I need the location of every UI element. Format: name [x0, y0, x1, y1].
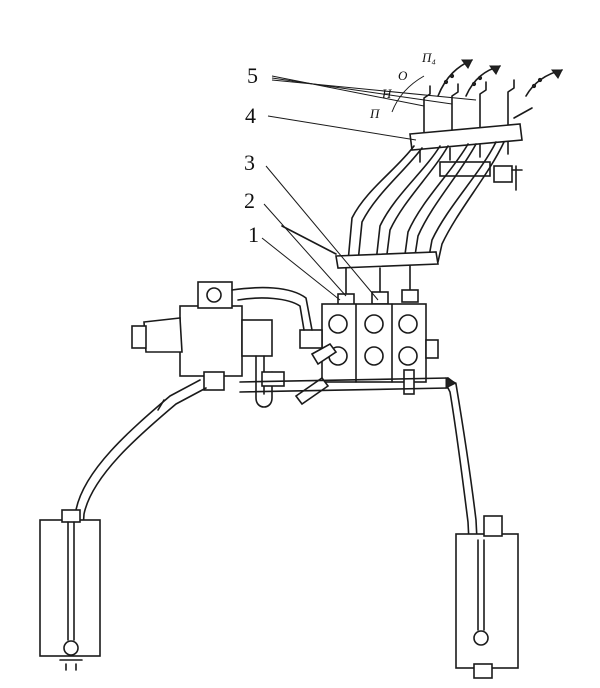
dot [449, 73, 455, 79]
left-cylinder-body [39, 519, 101, 657]
mount-screw [511, 165, 523, 191]
dot [471, 81, 477, 87]
rod-2a [375, 145, 441, 263]
pump-drive-end [131, 325, 147, 349]
leader-1-heavy [281, 225, 337, 255]
rod-1a [347, 145, 415, 263]
dot [443, 79, 449, 85]
pump-valve-block [241, 319, 273, 357]
pump-body [179, 305, 243, 377]
lever-mount-bar [409, 107, 533, 191]
position-label-p: П [369, 106, 381, 121]
leader-3 [265, 165, 379, 301]
valve-port [364, 346, 384, 366]
callout-4: 4 [245, 103, 256, 128]
right-hose-inner [447, 387, 475, 641]
main-pressure-line [239, 377, 449, 383]
rod-guides [335, 251, 439, 307]
left-cylinder [39, 509, 101, 671]
arrow-head-1 [461, 59, 473, 69]
right-cylinder-cap [483, 515, 503, 537]
right-cylinder-mount [473, 663, 493, 679]
mount-bar-studs [419, 141, 509, 163]
distributor-valve [294, 303, 439, 406]
rod-4a [427, 141, 497, 263]
guide-plate [335, 251, 439, 269]
mount-clip [493, 165, 513, 183]
position-arc [391, 75, 425, 113]
pump-base-foot [203, 371, 225, 391]
lever-tip [513, 107, 533, 119]
rod-4b [437, 141, 505, 263]
lever-4 [507, 79, 515, 127]
lever-3 [479, 81, 487, 129]
valve-port [398, 314, 418, 334]
right-cylinder [455, 515, 519, 679]
side-fitting [425, 339, 439, 359]
left-cylinder-cap [61, 509, 81, 523]
callout-1: 1 [248, 222, 259, 247]
pipe-network [71, 377, 483, 641]
position-label-n: Н [381, 86, 392, 101]
control-levers [391, 59, 563, 133]
left-cylinder-mount [59, 659, 83, 671]
leader-1 [261, 237, 341, 301]
u-pipe [255, 355, 273, 408]
left-hose-inner [79, 387, 207, 575]
inlet-fitting [299, 329, 323, 349]
lever-2 [451, 83, 459, 131]
right-hose-outer [447, 377, 483, 641]
right-cylinder-body [455, 533, 519, 669]
control-rods [347, 141, 505, 263]
callout-3: 3 [244, 150, 255, 175]
position-label-p4: П₄ [421, 50, 436, 65]
leader-5c [271, 79, 477, 101]
right-rod-eye [473, 630, 489, 646]
mount-bar-body [409, 123, 523, 151]
dot [531, 83, 537, 89]
rod-2b [385, 145, 449, 263]
leader-2 [263, 203, 347, 297]
pump-assembly [131, 281, 313, 408]
left-rod-eye [63, 640, 79, 656]
drain-fitting [403, 369, 415, 395]
lever-1 [423, 85, 431, 133]
valve-port [364, 314, 384, 334]
rod-3a [403, 143, 469, 263]
callout-2: 2 [244, 188, 255, 213]
dot [477, 75, 483, 81]
link-block-2 [371, 291, 389, 305]
callout-5: 5 [247, 63, 258, 88]
leader-5a [271, 75, 425, 107]
valve-port [328, 314, 348, 334]
flow-arrow [445, 377, 458, 389]
suction-line-inner [237, 297, 305, 331]
valve-port [398, 346, 418, 366]
main-return-line [239, 387, 449, 393]
pump-drive-shaft-housing [143, 317, 183, 353]
rod-1b [357, 147, 423, 263]
angled-fitting [310, 342, 338, 366]
pump-top-port [206, 287, 222, 303]
suction-line [231, 286, 313, 331]
left-hose-clamp [157, 399, 165, 411]
leader-lines [261, 75, 477, 301]
link-block-3 [401, 289, 419, 303]
arrow-head-3 [551, 69, 563, 79]
arrow-head-2 [489, 65, 501, 75]
leader-4 [267, 115, 417, 141]
position-label-o: О [398, 68, 408, 83]
leader-5b [271, 77, 453, 105]
u-pipe-clamp [261, 371, 285, 387]
dot [537, 77, 543, 83]
rod-3b [413, 143, 477, 263]
